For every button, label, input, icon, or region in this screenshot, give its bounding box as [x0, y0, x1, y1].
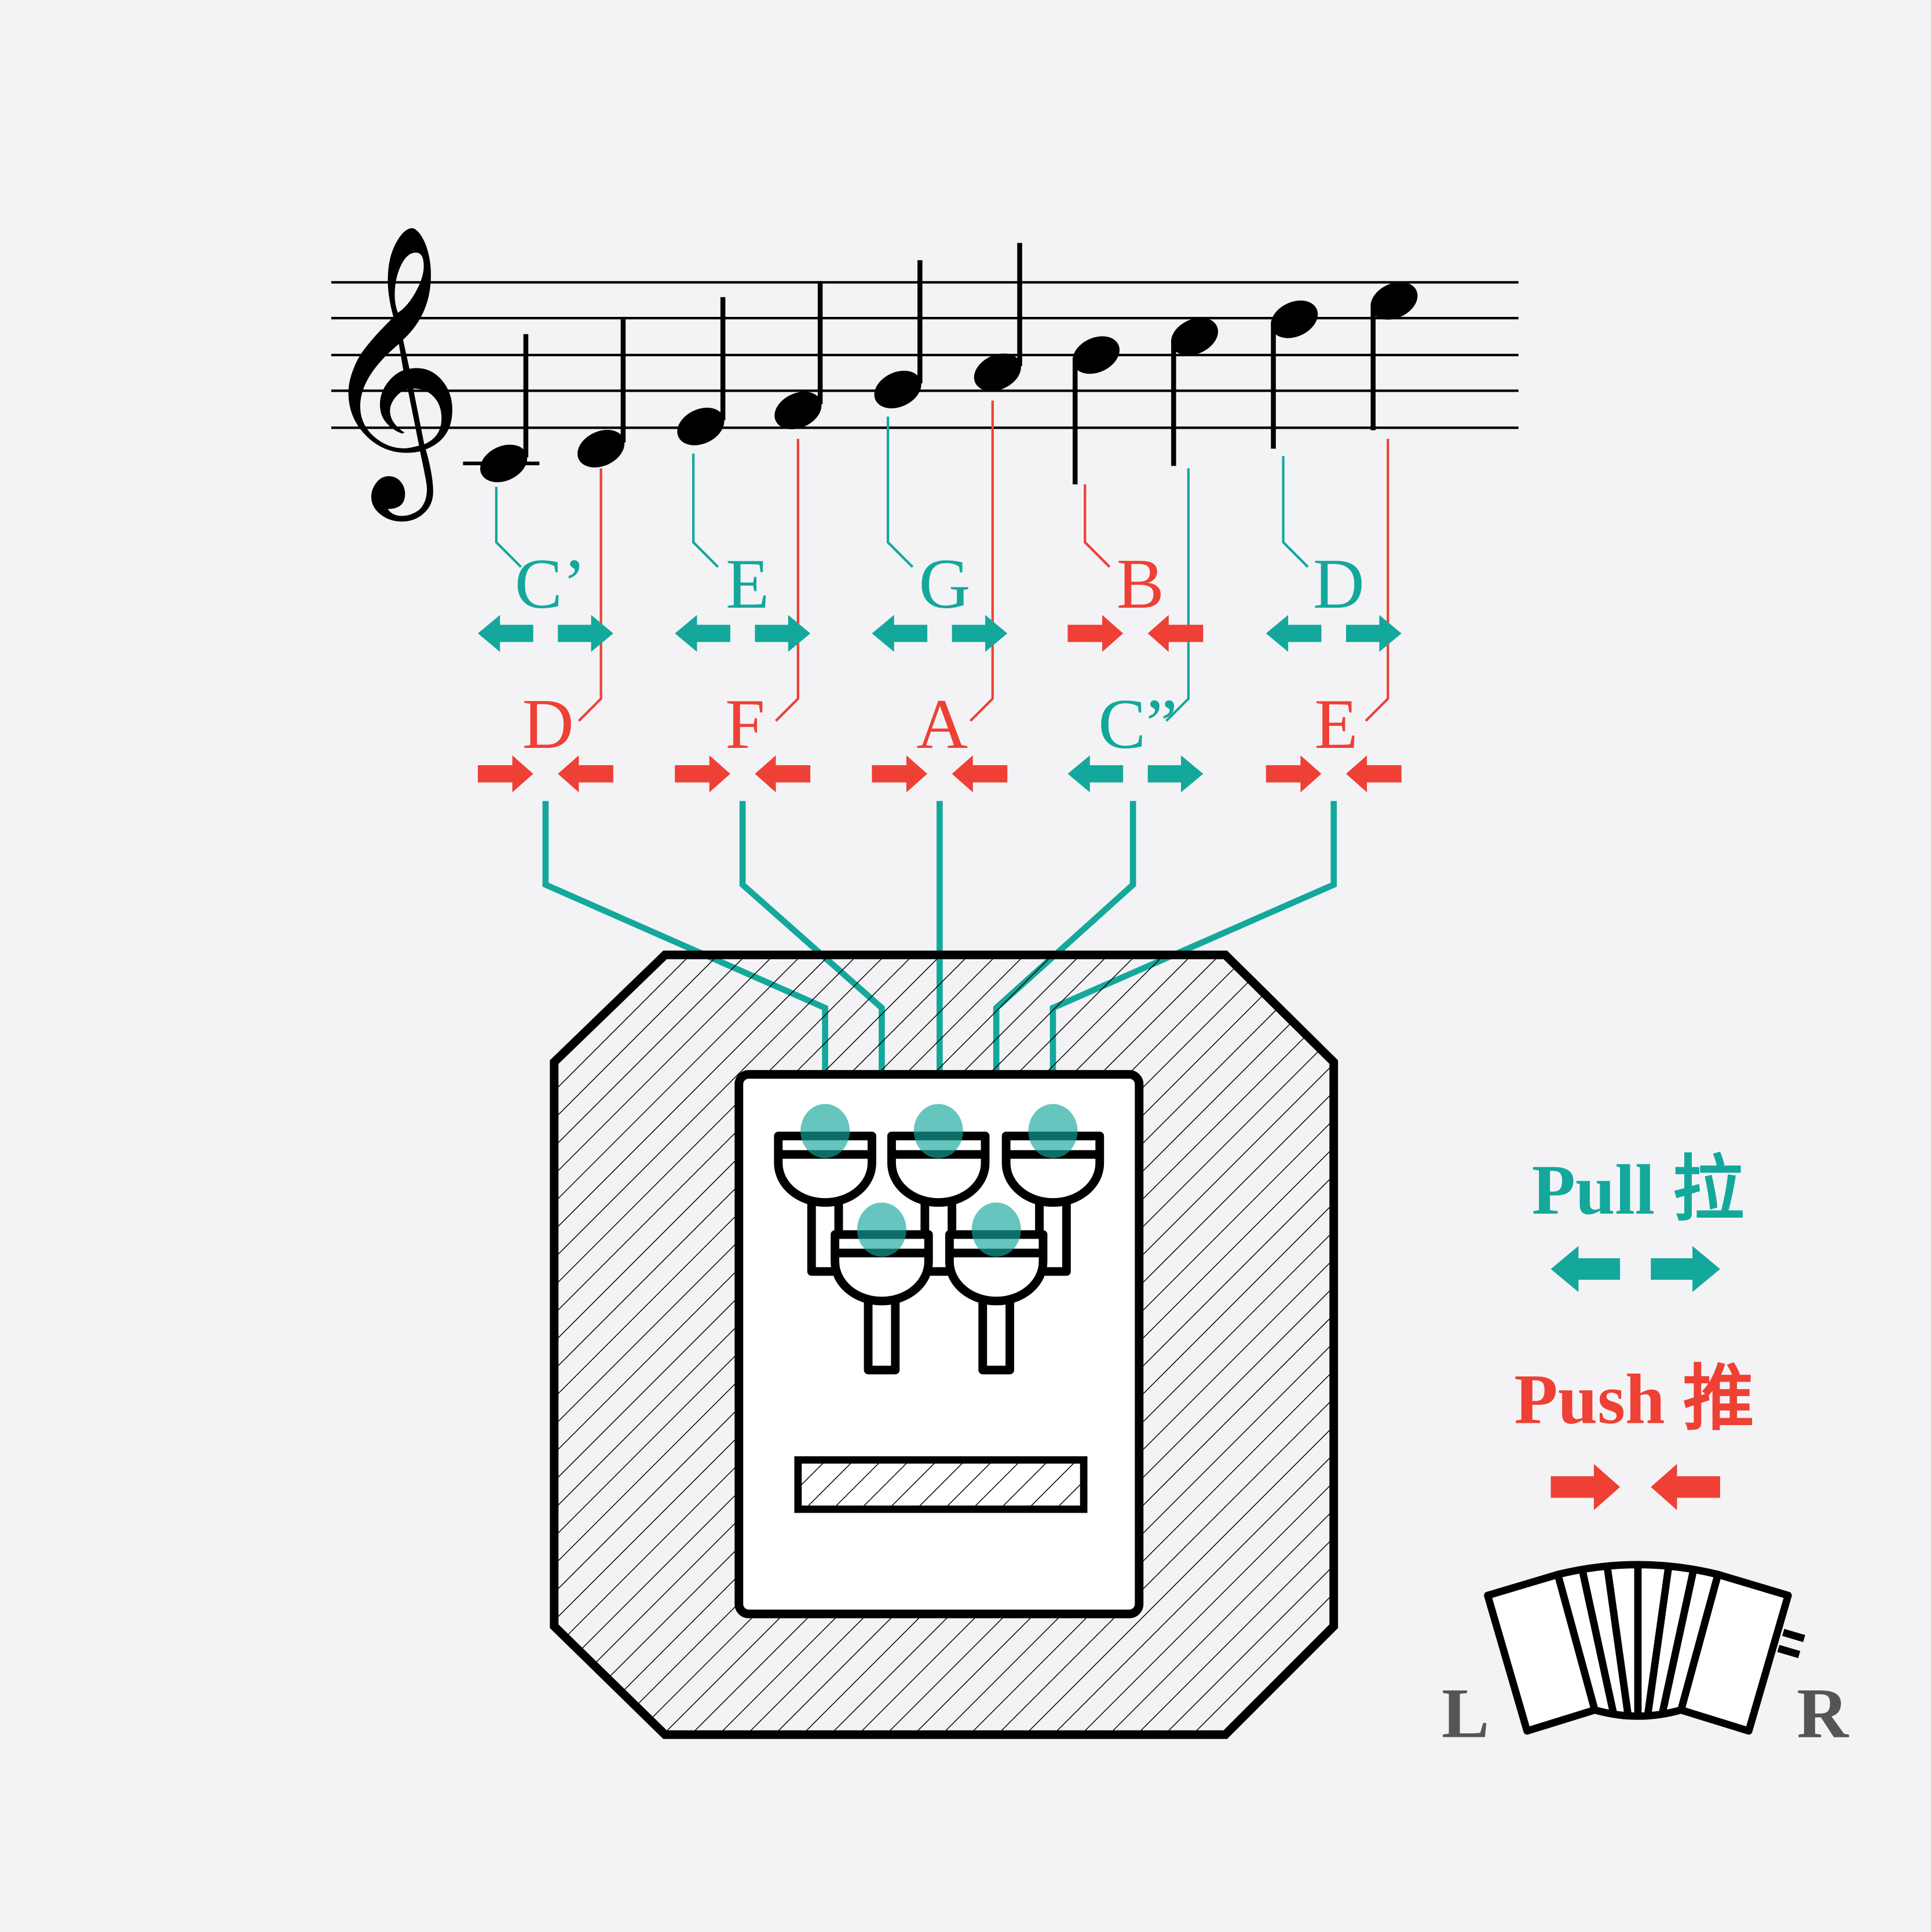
pull-note-label: B	[1117, 544, 1164, 623]
legend-push-label: Push 推	[1514, 1359, 1754, 1438]
push-note-label: F	[725, 684, 765, 764]
pull-note-label: C’	[515, 544, 586, 623]
grille-bar	[798, 1460, 1084, 1509]
push-note-label: D	[522, 684, 574, 764]
accordion-icon	[1488, 1562, 1804, 1731]
pull-note-label: G	[919, 544, 970, 623]
button-marker	[800, 1104, 850, 1159]
treble-clef-icon: 𝄞	[319, 222, 464, 523]
push-note-label: E	[1314, 684, 1358, 764]
button-marker	[914, 1104, 963, 1159]
accordion-left-label: L	[1442, 1674, 1489, 1753]
button-marker	[857, 1203, 906, 1257]
legend-pull-label: Pull 拉	[1532, 1150, 1745, 1229]
accordion-right-label: R	[1797, 1674, 1849, 1753]
push-note-label: A	[916, 684, 968, 764]
button-marker	[972, 1203, 1021, 1257]
push-note-label: C”	[1098, 684, 1177, 764]
pull-note-label: E	[726, 544, 769, 623]
pull-note-label: D	[1313, 544, 1365, 623]
button-marker	[1028, 1104, 1077, 1159]
